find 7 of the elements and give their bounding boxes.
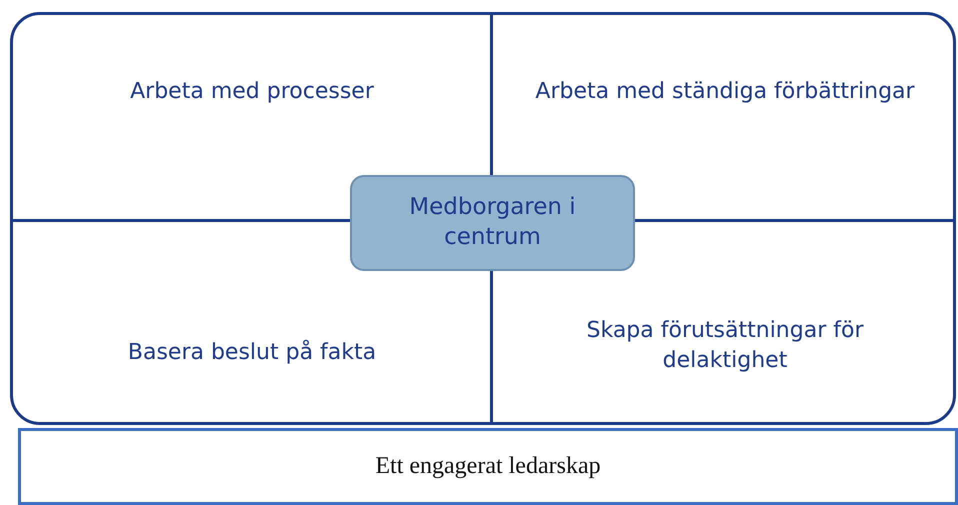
rounded-frame xyxy=(10,12,956,425)
quadrant-label: Basera beslut på fakta xyxy=(128,338,376,368)
quadrant-label: Arbeta med ständiga förbättringar xyxy=(535,77,915,107)
center-box: Medborgaren i centrum xyxy=(350,175,635,271)
quadrant-label: Arbeta med processer xyxy=(130,77,374,107)
quadrant-label: Skapa förutsättningar för delaktighet xyxy=(560,316,890,376)
base-bar: Ett engagerat ledarskap xyxy=(18,428,958,505)
